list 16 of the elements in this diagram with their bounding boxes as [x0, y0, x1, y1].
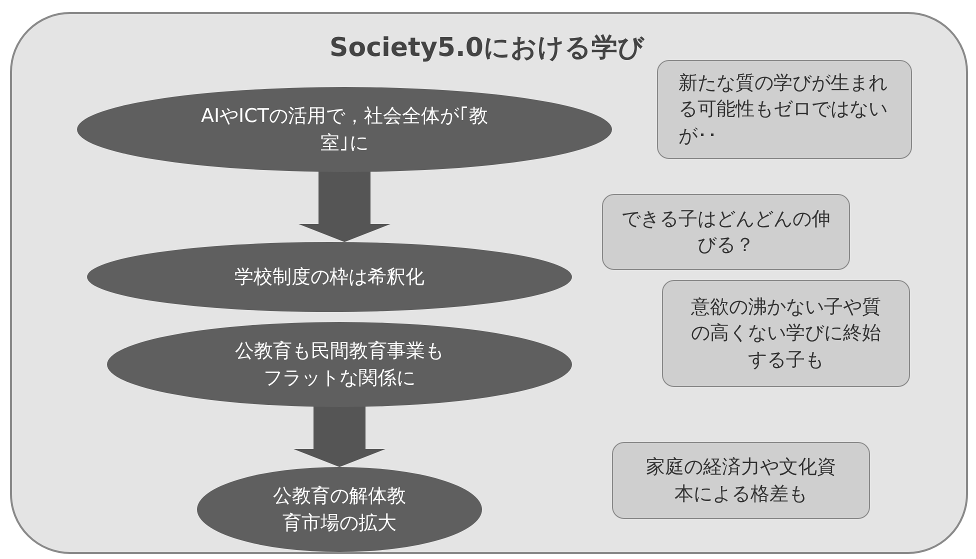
rounded-panel [10, 12, 968, 554]
diagram-heading: Society5.0における学び [328, 32, 646, 64]
node-text: 家庭の経済力や文化資本による格差も [645, 455, 837, 506]
rounded-box [657, 60, 912, 159]
node-text: 意欲の沸かない子や質の高くない学びに終始する子も [690, 295, 882, 373]
rounded-box [662, 280, 910, 387]
node-text: 公教育も民間教育事業もフラットな関係に [234, 339, 445, 390]
node-text: できる子はどんどんの伸びる？ [620, 206, 832, 258]
node-text: 公教育の解体教育市場の拡大 [272, 484, 407, 536]
node-text: 学校制度の枠は希釈化 [234, 264, 424, 290]
node-text: 新たな質の学びが生まれる可能性もゼロではないが･･ [678, 71, 888, 149]
block-arrow [298, 170, 390, 242]
rounded-box [602, 194, 850, 270]
node-text: AIやICTの活用で，社会全体が｢教室｣に [200, 104, 490, 156]
rounded-box [612, 442, 870, 519]
block-arrow [294, 405, 386, 467]
